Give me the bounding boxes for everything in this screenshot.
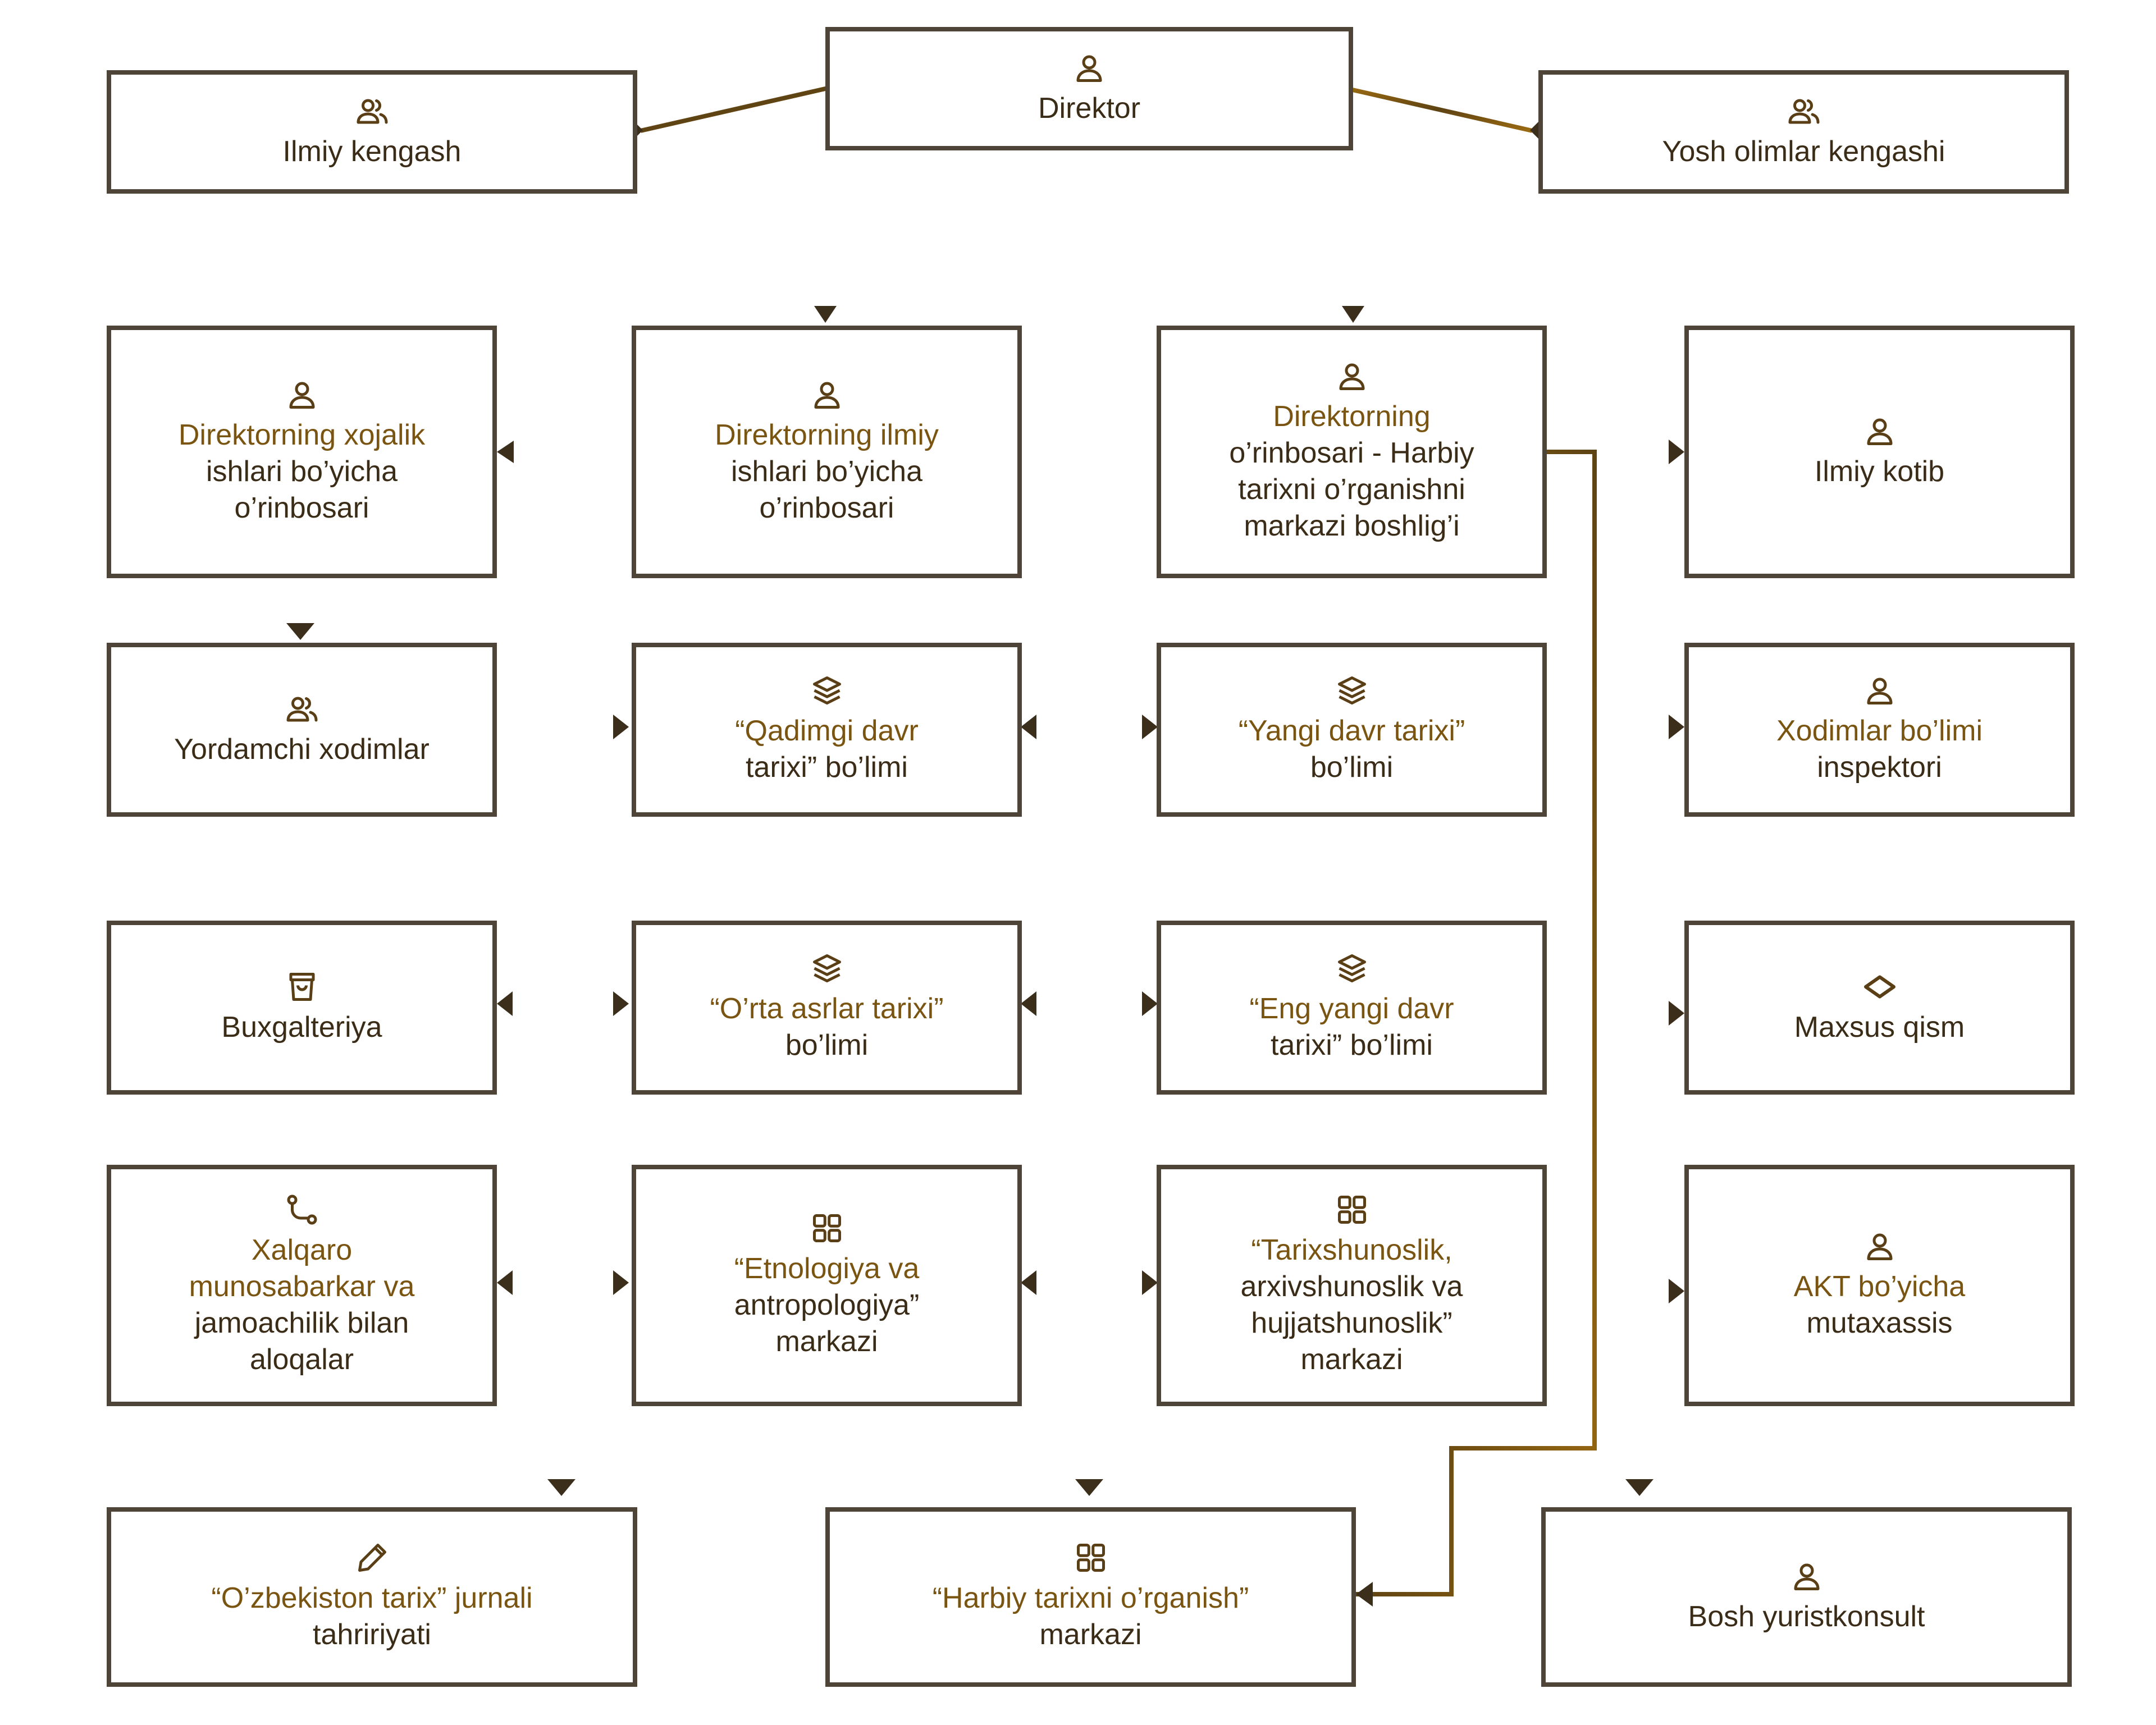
node-label-line2: munosabarkar va xyxy=(189,1270,415,1303)
node-label-line2: Yosh olimlar kengashi xyxy=(1662,135,1945,168)
node-label-line2: ishlari bo’yicha xyxy=(730,455,923,488)
node-ilmiy-kotib: Ilmiy kotib xyxy=(1684,326,2075,578)
node-label-line2: tahririyati xyxy=(313,1618,431,1651)
node-qadimgi-davr: “Qadimgi davr tarixi” bo’limi xyxy=(632,643,1022,817)
node-eng-yangi-davr: “Eng yangi davr tarixi” bo’limi xyxy=(1157,921,1547,1095)
node-label-line3: o’rinbosari xyxy=(234,491,369,524)
person-icon xyxy=(810,378,844,411)
node-xojalik-orinbosari: Direktorning xojalik ishlari bo’yicha o’… xyxy=(107,326,497,578)
node-label-line2: Direktor xyxy=(1038,91,1141,125)
node-label-line1: AKT bo’yicha xyxy=(1793,1270,1966,1303)
node-label-line1: “Harbiy tarixni o’rganish” xyxy=(932,1582,1249,1614)
node-label-line2: bo’limi xyxy=(1310,751,1394,784)
diamond-icon xyxy=(1863,970,1897,1004)
person-icon xyxy=(1335,359,1369,393)
node-harbiy-markaz: “Harbiy tarixni o’rganish” markazi xyxy=(825,1507,1356,1687)
node-label-line1: Direktorning xyxy=(1273,400,1431,433)
node-label-line2: Yordamchi xodimlar xyxy=(174,733,430,766)
person-icon xyxy=(1863,1229,1897,1263)
node-yordamchi-xodimlar: Yordamchi xodimlar xyxy=(107,643,497,817)
grid-icon xyxy=(810,1211,844,1245)
node-buxgalteriya: Buxgalteriya xyxy=(107,921,497,1095)
node-label-line3: hujjatshunoslik” xyxy=(1251,1307,1452,1339)
grid-icon xyxy=(1074,1541,1108,1575)
node-ilmiy-kengash: Ilmiy kengash xyxy=(107,70,637,194)
node-etnologiya-markazi: “Etnologiya va antropologiya” markazi xyxy=(632,1165,1022,1406)
node-label-line1: “O’zbekiston tarix” jurnali xyxy=(211,1582,533,1614)
layers-icon xyxy=(1335,951,1369,985)
users-icon xyxy=(355,94,389,128)
node-label-line4: markazi xyxy=(1300,1343,1403,1376)
node-jurnal-tahririyati: “O’zbekiston tarix” jurnali tahririyati xyxy=(107,1507,637,1687)
node-harbiy-orinbosari: Direktorning o’rinbosari - Harbiy tarixn… xyxy=(1157,326,1547,578)
node-label-line1: “Tarixshunoslik, xyxy=(1251,1234,1452,1266)
node-label-line2: bo’limi xyxy=(785,1029,869,1061)
node-label-line2: Bosh yuristkonsult xyxy=(1688,1600,1925,1633)
node-akt-mutaxassis: AKT bo’yicha mutaxassis xyxy=(1684,1165,2075,1406)
node-label-line1: “Yangi davr tarixi” xyxy=(1238,715,1465,747)
grid-icon xyxy=(1335,1193,1369,1227)
node-yangi-davr: “Yangi davr tarixi” bo’limi xyxy=(1157,643,1547,817)
person-icon xyxy=(285,378,319,411)
node-label-line1: Direktorning ilmiy xyxy=(715,418,939,451)
node-label-line4: markazi boshlig’i xyxy=(1244,510,1460,542)
node-label-line2: Ilmiy kengash xyxy=(282,135,462,168)
node-label-line2: inspektori xyxy=(1817,751,1942,784)
person-icon xyxy=(1072,51,1106,85)
layers-icon xyxy=(810,951,844,985)
node-label-line4: aloqalar xyxy=(249,1343,354,1376)
node-tarixshunoslik-markazi: “Tarixshunoslik, arxivshunoslik va hujja… xyxy=(1157,1165,1547,1406)
node-label-line3: o’rinbosari xyxy=(759,491,894,524)
node-xodimlar-inspektori: Xodimlar bo’limi inspektori xyxy=(1684,643,2075,817)
node-label-line1: “O’rta asrlar tarixi” xyxy=(710,992,944,1025)
node-label-line2: tarixi” bo’limi xyxy=(746,751,908,784)
pencil-icon xyxy=(355,1541,389,1575)
node-orta-asrlar: “O’rta asrlar tarixi” bo’limi xyxy=(632,921,1022,1095)
node-direktor: Direktor xyxy=(825,27,1353,150)
node-label-line1: Direktorning xojalik xyxy=(178,418,426,451)
node-label-line2: mutaxassis xyxy=(1806,1307,1953,1339)
node-label-line1: “Etnologiya va xyxy=(734,1252,920,1285)
node-label-line2: o’rinbosari - Harbiy xyxy=(1229,437,1474,469)
node-label-line2: Ilmiy kotib xyxy=(1814,455,1945,488)
node-label-line2: ishlari bo’yicha xyxy=(205,455,398,488)
node-yosh-olimlar-kengashi: Yosh olimlar kengashi xyxy=(1538,70,2069,194)
node-label-line2: arxivshunoslik va xyxy=(1240,1270,1463,1303)
node-label-line2: tarixi” bo’limi xyxy=(1271,1029,1433,1061)
node-bosh-yuristkonsult: Bosh yuristkonsult xyxy=(1541,1507,2072,1687)
person-icon xyxy=(1790,1559,1824,1593)
person-icon xyxy=(1863,674,1897,707)
node-label-line1: Xalqaro xyxy=(251,1234,353,1266)
node-ilmiy-orinbosari: Direktorning ilmiy ishlari bo’yicha o’ri… xyxy=(632,326,1022,578)
node-label-line3: tarixni o’rganishni xyxy=(1238,473,1465,506)
layers-icon xyxy=(810,674,844,707)
node-label-line2: Maxsus qism xyxy=(1794,1010,1965,1044)
shopping-bag-icon xyxy=(285,970,319,1004)
node-maxsus-qism: Maxsus qism xyxy=(1684,921,2075,1095)
users-icon xyxy=(1787,94,1821,128)
node-label-line2: antropologiya” xyxy=(734,1288,920,1321)
node-label-line1: “Qadimgi davr xyxy=(735,715,919,747)
node-label-line1: Xodimlar bo’limi xyxy=(1776,715,1983,747)
node-xalqaro-munosabatlar: Xalqaro munosabarkar va jamoachilik bila… xyxy=(107,1165,497,1406)
node-label-line2: Buxgalteriya xyxy=(221,1010,382,1044)
node-label-line1: “Eng yangi davr xyxy=(1249,992,1454,1025)
node-label-line3: markazi xyxy=(775,1325,878,1358)
layers-icon xyxy=(1335,674,1369,707)
person-icon xyxy=(1863,414,1897,448)
node-label-line3: jamoachilik bilan xyxy=(194,1307,409,1339)
node-label-line2: markazi xyxy=(1039,1618,1142,1651)
users-icon xyxy=(285,692,319,726)
route-icon xyxy=(285,1193,319,1227)
